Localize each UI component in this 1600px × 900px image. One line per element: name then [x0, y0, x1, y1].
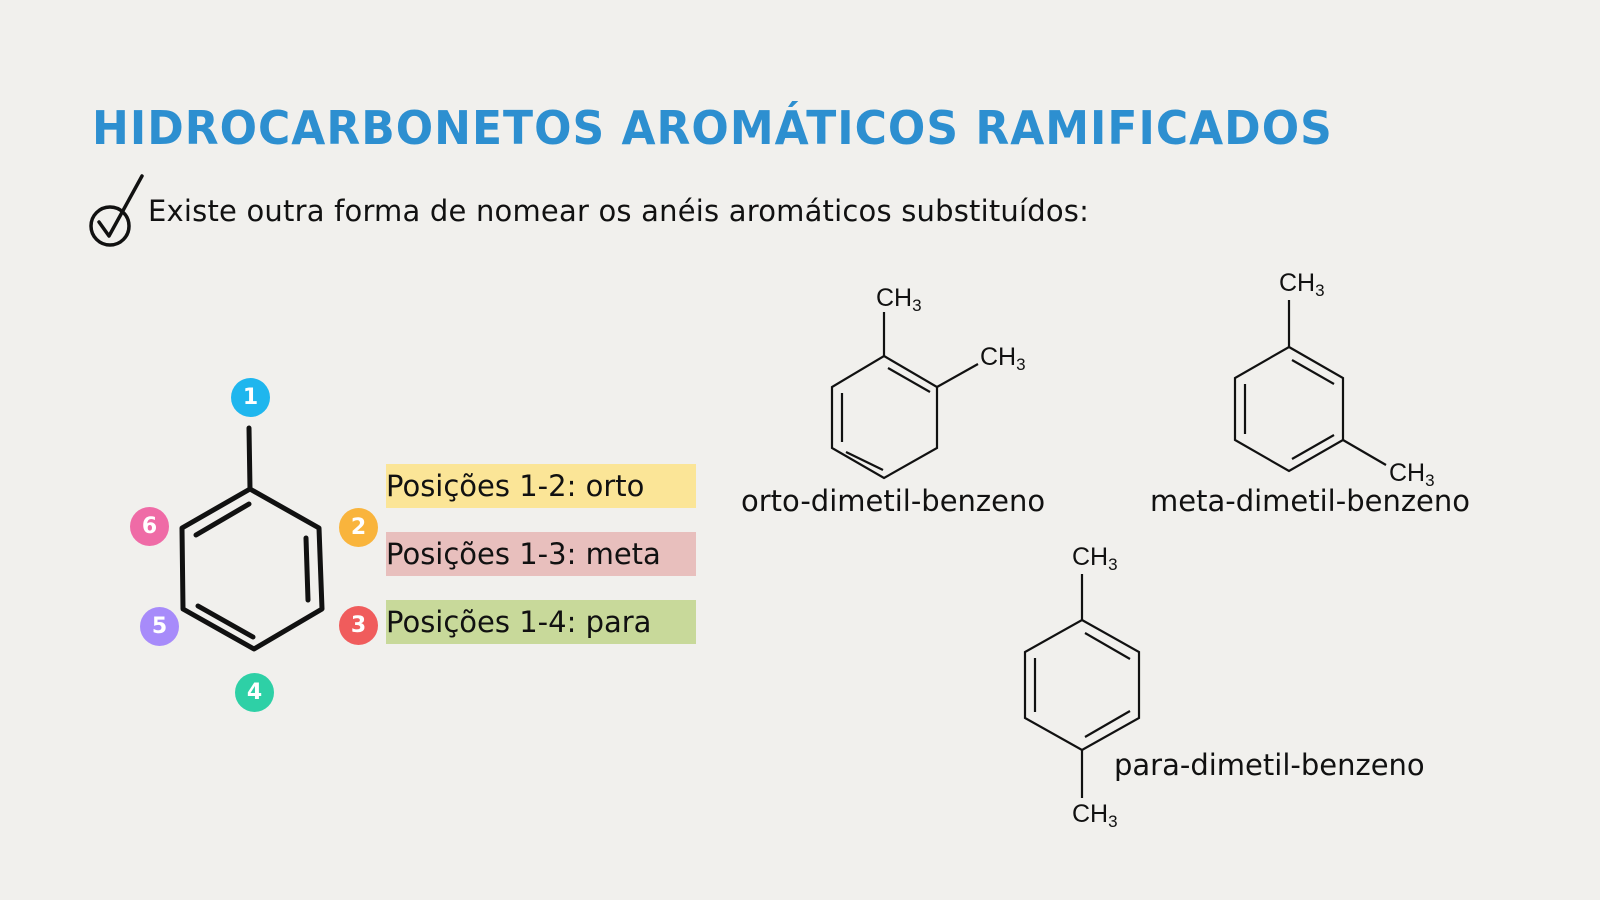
molecule-name-para: para-dimetil-benzeno [1114, 748, 1425, 782]
position-badge-4: 4 [235, 673, 274, 712]
orto-ch3-top: CH3 [876, 284, 922, 315]
position-label-para: Posições 1-4: para [386, 600, 696, 644]
orto-dimethylbenzene-structure [830, 312, 979, 480]
position-badge-2: 2 [339, 508, 378, 547]
position-badge-1: 1 [231, 378, 270, 417]
para-ch3-bottom: CH3 [1072, 800, 1118, 831]
meta-ch3-bottom: CH3 [1389, 459, 1435, 490]
para-ch3-top: CH3 [1072, 543, 1118, 574]
orto-ch3-side: CH3 [980, 343, 1026, 374]
page-title: HIDROCARBONETOS AROMÁTICOS RAMIFICADOS [92, 102, 1333, 156]
numbered-benzene-ring [179, 425, 325, 652]
position-badge-3: 3 [339, 606, 378, 645]
para-dimethylbenzene-structure [1023, 574, 1141, 798]
molecule-name-meta: meta-dimetil-benzeno [1150, 484, 1471, 518]
molecule-name-orto: orto-dimetil-benzeno [741, 484, 1046, 518]
position-label-orto: Posições 1-2: orto [386, 464, 696, 508]
position-label-meta: Posições 1-3: meta [386, 532, 696, 576]
position-badge-5: 5 [140, 607, 179, 646]
check-circle-icon [89, 174, 144, 247]
subtitle: Existe outra forma de nomear os anéis ar… [148, 194, 1090, 228]
meta-dimethylbenzene-structure [1233, 300, 1387, 473]
position-badge-6: 6 [130, 507, 169, 546]
meta-ch3-top: CH3 [1279, 269, 1325, 300]
